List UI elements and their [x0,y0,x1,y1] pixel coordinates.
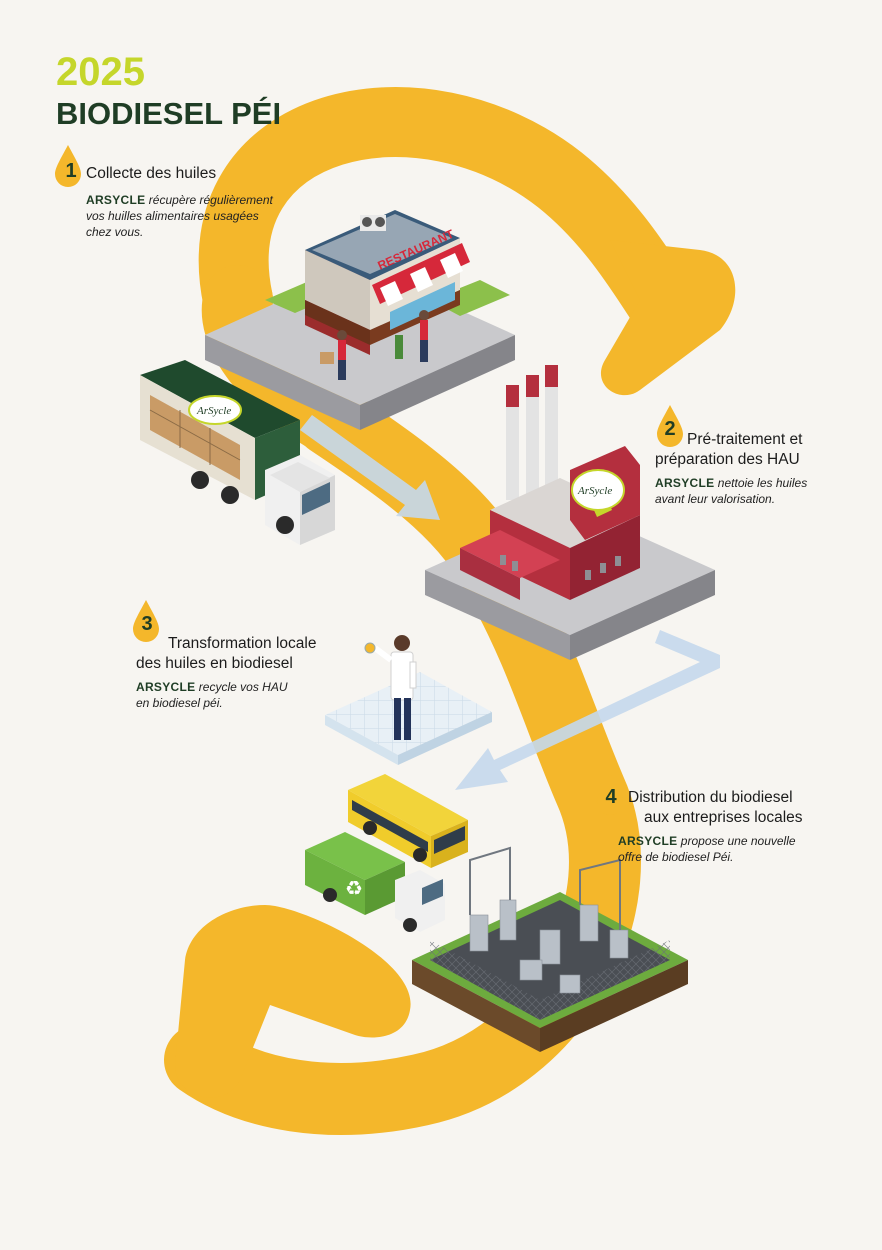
collection-truck: ArSycle [140,360,335,545]
flow-arrow-2 [455,630,720,790]
scientist-icon [364,635,417,740]
cycle-arrowhead-bottom [175,905,411,1098]
cycle-arrowhead-top [600,240,736,396]
factory-logo: ArSycle [577,485,612,497]
substation-icon [412,846,688,1052]
bus-icon [348,774,468,868]
garbage-truck: ♻ [305,832,445,932]
factory-platform: ArSycle [425,365,715,660]
recycle-icon: ♻ [345,876,363,900]
oil-drop-icon [55,145,683,815]
truck-logo: ArSycle [196,405,231,417]
restaurant-platform: RESTAURANT [205,210,515,430]
flow-arrow-1 [300,415,440,520]
